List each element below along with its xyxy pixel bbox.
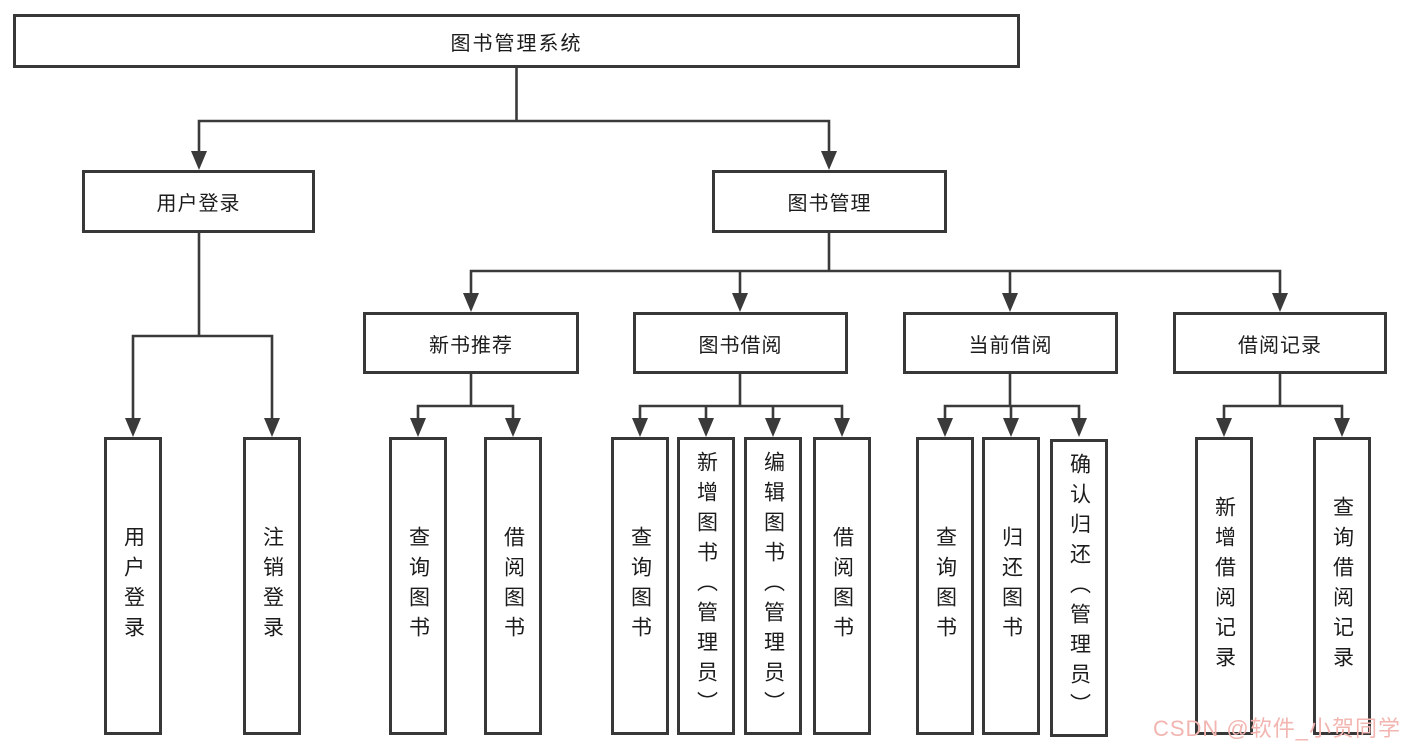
node-borrow-records-label: 借阅记录: [1238, 334, 1322, 357]
leaf-query-borrow-record-label: 查询借阅记录: [1330, 496, 1354, 676]
node-book-borrow-label: 图书借阅: [698, 334, 783, 357]
node-user-login-label: 用户登录: [156, 193, 241, 215]
node-book-management: 图书管理: [712, 170, 947, 233]
leaf-user-login-label: 用户登录: [121, 526, 145, 646]
leaf-current-query-books: 查询图书: [916, 437, 974, 735]
leaf-confirm-return-admin: 确认归还（管理员）: [1050, 439, 1108, 737]
leaf-borrow-books: 借阅图书: [813, 437, 871, 735]
node-book-management-label: 图书管理: [787, 193, 872, 215]
leaf-logout-label: 注销登录: [260, 526, 284, 646]
node-root-label: 图书管理系统: [450, 32, 583, 55]
leaf-query-borrow-record: 查询借阅记录: [1313, 437, 1371, 735]
node-current-borrow: 当前借阅: [903, 312, 1118, 374]
leaf-edit-books-admin-label: 编辑图书（管理员）: [761, 451, 785, 721]
leaf-borrow-query-books-label: 查询图书: [628, 526, 652, 646]
leaf-return-books-label: 归还图书: [999, 526, 1023, 646]
leaf-current-query-books-label: 查询图书: [933, 526, 957, 646]
leaf-recommend-borrow-books: 借阅图书: [484, 437, 542, 735]
leaf-recommend-query-books-label: 查询图书: [406, 526, 430, 646]
node-book-borrow: 图书借阅: [633, 312, 848, 374]
node-borrow-records: 借阅记录: [1173, 312, 1387, 374]
leaf-borrow-query-books: 查询图书: [611, 437, 669, 735]
node-new-book-recommend-label: 新书推荐: [429, 334, 513, 357]
node-new-book-recommend: 新书推荐: [363, 312, 579, 374]
leaf-confirm-return-admin-label: 确认归还（管理员）: [1067, 453, 1091, 723]
csdn-watermark: CSDN @软件_小贺同学: [1152, 716, 1401, 741]
leaf-add-borrow-record-label: 新增借阅记录: [1212, 496, 1236, 676]
node-user-login: 用户登录: [82, 170, 315, 233]
leaf-recommend-borrow-books-label: 借阅图书: [501, 526, 525, 646]
leaf-add-borrow-record: 新增借阅记录: [1195, 437, 1253, 735]
arrowheads: [125, 151, 1350, 437]
leaf-recommend-query-books: 查询图书: [389, 437, 447, 735]
leaf-add-books-admin: 新增图书（管理员）: [677, 437, 735, 735]
leaf-borrow-books-label: 借阅图书: [830, 526, 854, 646]
leaf-add-books-admin-label: 新增图书（管理员）: [694, 451, 718, 721]
leaf-user-login: 用户登录: [104, 437, 162, 735]
node-root: 图书管理系统: [13, 14, 1020, 68]
leaf-edit-books-admin: 编辑图书（管理员）: [744, 437, 802, 735]
leaf-return-books: 归还图书: [982, 437, 1040, 735]
node-current-borrow-label: 当前借阅: [968, 334, 1053, 357]
leaf-logout: 注销登录: [243, 437, 301, 735]
